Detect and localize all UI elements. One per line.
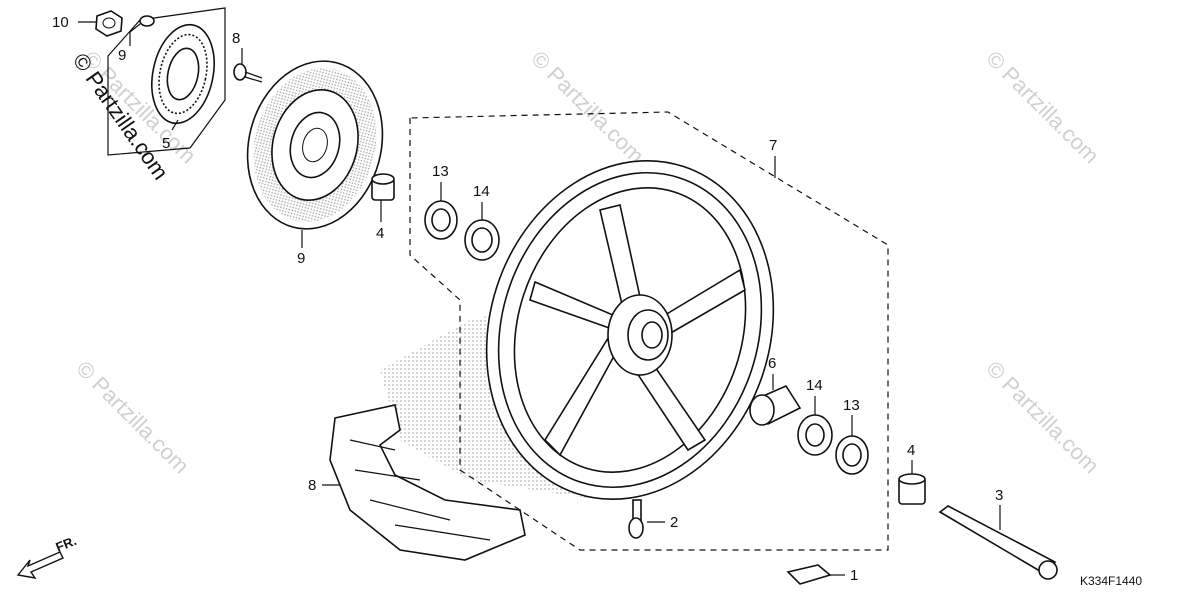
callout-1: 1 xyxy=(850,567,858,584)
nut-part xyxy=(95,10,123,37)
collar-left-part xyxy=(371,173,395,201)
watermark: © Partzilla.com xyxy=(981,46,1104,169)
bearing-13-right-part xyxy=(835,435,869,475)
disc-bolt-part xyxy=(233,63,263,83)
wheel-part xyxy=(485,159,775,501)
drawing-code: K334F1440 xyxy=(1080,574,1142,588)
callout-3: 3 xyxy=(995,487,1003,504)
callout-14-left: 14 xyxy=(473,183,490,200)
distance-collar-part xyxy=(749,384,802,426)
callout-6: 6 xyxy=(768,355,776,372)
callout-11: 9 xyxy=(118,47,126,64)
valve-part xyxy=(628,499,644,539)
collar-right-part xyxy=(898,473,926,505)
callout-9: 9 xyxy=(297,250,305,267)
callout-labels: 10 9 5 8 9 4 13 14 7 6 14 13 4 3 2 1 8 xyxy=(52,14,1003,584)
pulse-rotor-part xyxy=(151,23,215,125)
bearing-14-right-part xyxy=(797,414,833,456)
callout-7: 7 xyxy=(769,137,777,154)
callout-8: 8 xyxy=(308,477,316,494)
watermark: © Partzilla.com xyxy=(526,46,649,169)
callout-10: 8 xyxy=(232,30,240,47)
callout-13-left: 13 xyxy=(432,163,449,180)
rim-cover-part xyxy=(329,404,526,561)
direction-arrow: FR. xyxy=(16,533,79,579)
callout-4-right: 4 xyxy=(907,442,915,459)
bearing-14-left-part xyxy=(464,219,500,261)
callout-2: 2 xyxy=(670,514,678,531)
callout-5: 5 xyxy=(162,135,170,152)
brake-disc-part xyxy=(246,60,384,230)
balance-weight-part xyxy=(786,564,832,585)
watermark: © Partzilla.com xyxy=(71,356,194,479)
direction-label: FR. xyxy=(54,533,79,555)
axle-part xyxy=(938,505,1058,580)
callout-13-right: 13 xyxy=(843,397,860,414)
bolt-small-part xyxy=(129,15,155,33)
callout-4-left: 4 xyxy=(376,225,384,242)
watermark: © Partzilla.com xyxy=(981,356,1104,479)
leader-lines xyxy=(78,21,1001,576)
bearing-13-left-part xyxy=(424,200,458,240)
callout-12: 10 xyxy=(52,14,69,31)
callout-14-right: 14 xyxy=(806,377,823,394)
arrow-icon xyxy=(16,551,64,579)
assembly-outline xyxy=(409,111,889,551)
